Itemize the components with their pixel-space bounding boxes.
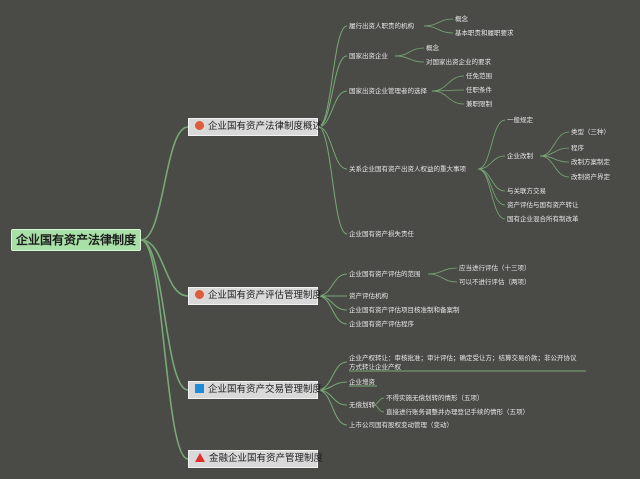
- link-c2-a: [394, 47, 425, 57]
- node-free-transfer[interactable]: 无偿划转: [349, 401, 375, 409]
- node-capital-increase[interactable]: 企业增资: [349, 378, 375, 386]
- link-b3c3-b: [372, 404, 385, 413]
- node-loss-liability[interactable]: 企业国有资产损失责任: [349, 230, 414, 238]
- node-appraisal-agency[interactable]: 资产评估机构: [349, 292, 388, 300]
- link-c42-3: [539, 155, 570, 178]
- branch-financial[interactable]: 金融企业国有资产管理制度: [188, 450, 323, 468]
- link-appraisal-child-3: [317, 295, 348, 325]
- node-restructuring-plan[interactable]: 改制方案制定: [571, 158, 610, 166]
- node-equity-transfer-line2[interactable]: 方式转让企业产权: [349, 363, 401, 371]
- link-overview-child-1: [317, 55, 348, 128]
- branch-overview[interactable]: 企业国有资产法律制度概述: [188, 118, 322, 136]
- node-major-matters[interactable]: 关系企业国有资产出资人权益的重大事项: [349, 165, 466, 173]
- node-state-funded-enterprise[interactable]: 国家出资企业: [349, 52, 388, 60]
- link-root-transaction: [140, 239, 189, 391]
- node-appointment-conditions[interactable]: 任职条件: [466, 86, 492, 94]
- node-free-transfer-forbidden[interactable]: 不得实施无偿划转的情形（五项）: [386, 394, 484, 402]
- root-node[interactable]: 企业国有资产法律制度: [11, 229, 141, 251]
- link-c1-a: [423, 18, 454, 27]
- link-c4-1: [477, 155, 506, 170]
- branch-transaction[interactable]: 企业国有资产交易管理制度: [188, 381, 322, 399]
- link-overview-child-4: [317, 126, 348, 235]
- link-c4-3: [477, 168, 506, 206]
- link-b2c1-b: [427, 273, 458, 283]
- warning-icon: [195, 290, 204, 299]
- warning-icon: [195, 121, 204, 130]
- node-state-funded-requirements[interactable]: 对国家出资企业的要求: [426, 58, 491, 66]
- node-manager-selection[interactable]: 国家出资企业管理者的选择: [349, 87, 427, 95]
- branch-appraisal-label: 企业国有资产评估管理制度: [208, 290, 323, 301]
- node-restructuring[interactable]: 企业改制: [507, 152, 533, 160]
- branch-overview-label: 企业国有资产法律制度概述: [208, 121, 323, 132]
- node-restructuring-procedure[interactable]: 程序: [571, 144, 584, 152]
- link-overview-child-3: [317, 126, 348, 170]
- link-c2-b: [394, 55, 425, 63]
- node-mixed-ownership[interactable]: 国有企业混合所有制改革: [507, 215, 579, 223]
- node-restructuring-assets[interactable]: 改制资产界定: [571, 173, 610, 181]
- link-b2c1-a: [427, 267, 458, 275]
- link-transaction-child-2: [317, 389, 348, 406]
- branch-transaction-label: 企业国有资产交易管理制度: [208, 384, 323, 395]
- node-concurrent-limits[interactable]: 兼职限制: [466, 100, 492, 108]
- node-investor-agency[interactable]: 履行出资人职责的机构: [349, 22, 414, 30]
- node-must-appraise[interactable]: 应当进行评估（十三项）: [459, 264, 531, 272]
- link-c3-c: [431, 90, 465, 105]
- node-equity-transfer-line1[interactable]: 企业产权转让：审核批准；审计评估；确定受让方；结算交易价款；非公开协议: [349, 354, 577, 362]
- link-transaction-child-3: [317, 389, 348, 426]
- link-overview-child-0: [317, 25, 348, 128]
- node-related-party[interactable]: 与关联方交易: [507, 187, 546, 195]
- link-appraisal-child-2: [317, 295, 348, 311]
- link-overview-child-2: [317, 90, 348, 128]
- link-c42-0: [539, 131, 570, 157]
- node-investor-agency-concept[interactable]: 概念: [455, 15, 468, 23]
- link-transaction-child-1: [317, 381, 348, 391]
- node-may-skip-appraise[interactable]: 可以不进行评估（两项）: [459, 278, 531, 286]
- node-restructuring-types[interactable]: 类型（三种）: [571, 128, 610, 136]
- link-root-overview: [140, 126, 189, 241]
- node-state-funded-concept[interactable]: 概念: [426, 44, 439, 52]
- red-triangle-icon: [195, 453, 205, 462]
- blue-square-icon: [195, 384, 204, 393]
- link-c1-b: [423, 25, 454, 34]
- branch-financial-label: 金融企业国有资产管理制度: [209, 453, 324, 464]
- link-c3-a: [431, 75, 465, 92]
- link-appraisal-child-0: [317, 273, 348, 297]
- node-listed-equity-change[interactable]: 上市公司国有股权变动管理（变动）: [349, 421, 453, 429]
- node-appraisal-scope[interactable]: 企业国有资产评估的范围: [349, 270, 421, 278]
- node-appointment-scope[interactable]: 任免范围: [466, 72, 492, 80]
- node-free-transfer-direct[interactable]: 直接进行账务调整并办理登记手续的情形（五项）: [386, 408, 529, 416]
- node-investor-agency-duties[interactable]: 基本职责和履职要求: [455, 29, 514, 37]
- branch-appraisal[interactable]: 企业国有资产评估管理制度: [188, 287, 322, 305]
- node-appraisal-procedure[interactable]: 企业国有资产评估程序: [349, 320, 414, 328]
- link-c4-0: [477, 119, 506, 170]
- link-root-financial: [140, 239, 189, 460]
- link-c4-4: [477, 168, 506, 220]
- node-approval-filing[interactable]: 企业国有资产评估项目核准制和备案制: [349, 306, 460, 314]
- node-asset-transfer[interactable]: 资产评估与国有资产转让: [507, 201, 579, 209]
- link-root-appraisal: [140, 239, 189, 297]
- node-general-rules[interactable]: 一般规定: [507, 116, 533, 124]
- link-transaction-child-0: [317, 361, 348, 391]
